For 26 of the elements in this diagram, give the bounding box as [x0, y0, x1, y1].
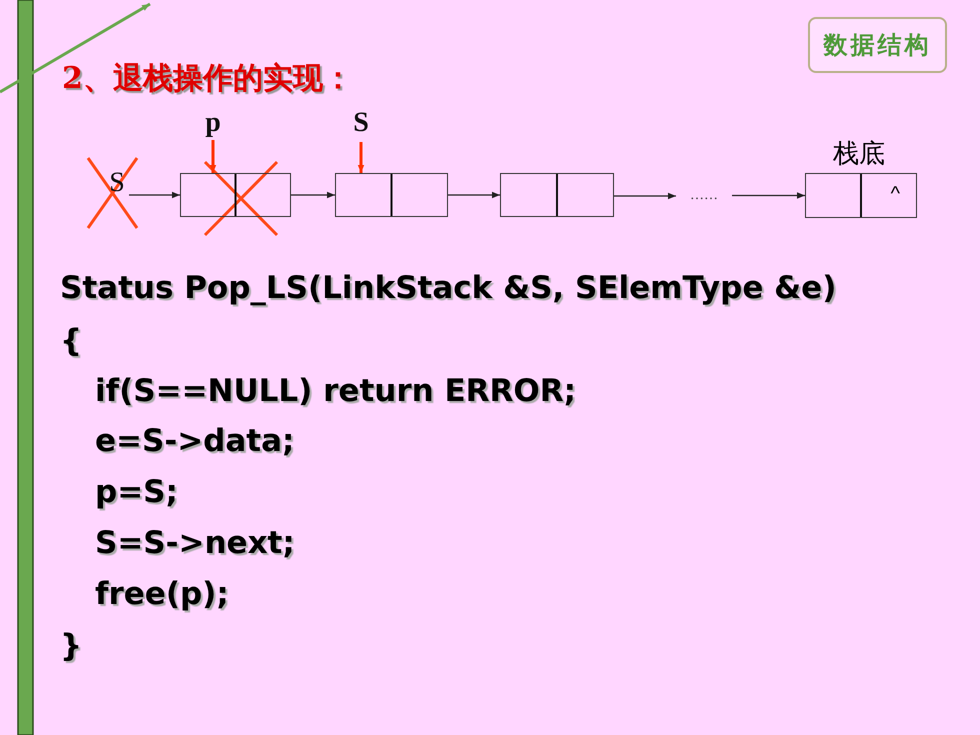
arrow [129, 192, 180, 198]
arrow [448, 192, 500, 198]
list-node [805, 173, 917, 218]
code-line: free(p); [95, 576, 229, 612]
arrow [291, 192, 335, 198]
pointer-label: S [350, 108, 372, 140]
null-pointer-mark: ^ [890, 182, 900, 206]
ellipsis: …… [676, 184, 732, 208]
code-line: p=S; [95, 474, 178, 510]
list-node [335, 173, 448, 217]
arrow [732, 192, 805, 199]
code-line: if(S==NULL) return ERROR; [95, 373, 576, 409]
code-line: Status Pop_LS(LinkStack &S, SElemType &e) [60, 270, 836, 306]
pointer-label: p [203, 108, 223, 138]
slide-title: 2、退栈操作的实现： [62, 60, 353, 98]
arrow [614, 192, 676, 200]
code-line: } [60, 628, 82, 664]
arrow [210, 140, 216, 173]
list-node [180, 173, 291, 217]
code-line: S=S->next; [95, 525, 295, 561]
stack-bottom-label: 栈底 [833, 139, 885, 169]
subject-badge: 数据结构 [808, 17, 947, 73]
code-line: e=S->data; [95, 423, 294, 459]
list-node [500, 173, 614, 217]
arrow [358, 142, 364, 173]
code-line: { [60, 323, 82, 359]
